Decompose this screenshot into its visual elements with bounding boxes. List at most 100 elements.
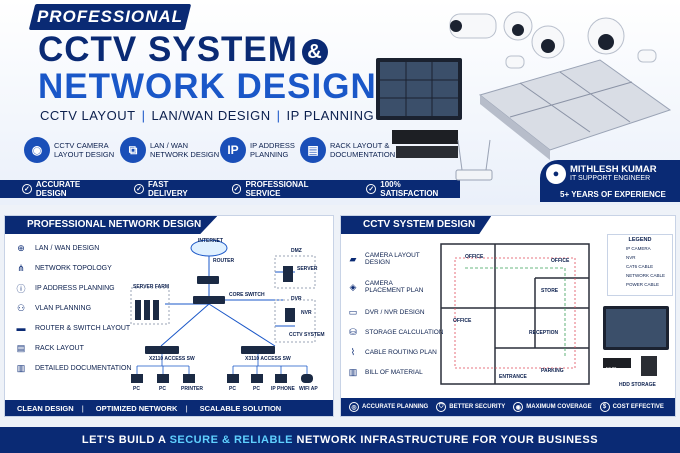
shield-icon: ⛉ [436,402,447,412]
call-to-action-bar: LET'S BUILD A SECURE & RELIABLE NETWORK … [0,427,680,453]
floorplan-3d [478,59,672,151]
badge: ✓100% SATISFACTION [366,180,460,198]
network-panel: PROFESSIONAL NETWORK DESIGN ⊕LAN / WAN D… [4,215,334,417]
room-parking: PARKING [541,368,564,374]
antenna [485,139,491,171]
profile-name: MITHLESH KUMAR [570,164,657,175]
ampersand-badge: & [301,38,328,65]
network-item-label: NETWORK TOPOLOGY [35,264,112,272]
label-dmz: DMZ [291,248,302,254]
cctv-item-label: DVR / NVR DESIGN [365,308,425,316]
pc-device [251,374,263,383]
cctv-panel-footer: ◎ACCURATE PLANNING ⛉BETTER SECURITY ◉MAX… [341,398,675,416]
antenna [457,139,463,171]
network-item: ⚇VLAN PLANNING [15,302,91,314]
server-farm-box [130,287,170,325]
dmz-box [274,255,316,289]
hero-illustration [376,11,672,181]
camera-icon: ▰ [349,253,357,264]
pc-device [131,374,143,383]
network-item: ⋔NETWORK TOPOLOGY [15,262,112,274]
label-switch-a: X2110 ACCESS SW [149,356,195,362]
footer-separator: | [81,403,84,413]
user-icon: ● [546,164,566,184]
camera-icon: ◉ [24,137,50,163]
legend-network-cable: NETWORK CABLE [626,273,666,278]
badge-label: ACCURATE DESIGN [35,180,81,198]
rack-icon: ▤ [16,342,26,353]
nvr-unit: NVR [603,358,631,373]
hdd-label: HDD STORAGE [619,382,656,388]
cctv-item-label: CAMERA PLACEMENT PLAN [365,280,424,294]
label-switch-b: X3110 ACCESS SW [245,356,291,362]
footer-optimized-network: OPTIMIZED NETWORK [95,403,178,413]
router-icon: ▬ [16,323,26,333]
subtitle-ip: IP PLANNING [286,108,375,123]
label-cctv-system: CCTV SYSTEM [289,332,325,338]
cctv-item: ⌇CABLE ROUTING PLAN [347,346,437,358]
cctv-item: ▰CAMERA LAYOUT DESIGN [347,252,433,266]
dvr-box [274,299,316,343]
access-switch-a [145,346,179,354]
network-item-label: DETAILED DOCUMENTATION [35,364,132,372]
title-line-1: CCTV SYSTEM& [38,30,328,70]
camera-lens [598,34,614,50]
room-office-1: OFFICE [465,254,484,260]
label-ip-phone: IP PHONE [271,386,295,392]
router-device [197,276,219,284]
profile-experience: 5+ YEARS OF EXPERIENCE [560,190,666,199]
cctv-item-label: BILL OF MATERIAL [365,368,423,376]
dvr-icon: ▭ [348,306,358,317]
legend-power-cable: POWER CABLE [626,282,660,287]
footer-label: ACCURATE PLANNING [362,404,429,410]
monitor-screen [606,309,666,347]
network-panel-footer: CLEAN DESIGN| OPTIMIZED NETWORK| SCALABL… [5,400,333,416]
nvr-label: NVR [606,367,617,373]
feature-label: LAN / WAN NETWORK DESIGN [150,141,220,159]
badge: ✓ACCURATE DESIGN [22,180,112,198]
subtitle-cctv: CCTV LAYOUT [40,108,136,123]
check-icon: ✓ [134,184,144,194]
legend-cat6: CAT6 CABLE [626,264,654,269]
network-item-label: IP ADDRESS PLANNING [35,284,115,292]
wall [519,82,591,133]
label-pc: PC [253,386,260,392]
label-pc: PC [159,386,166,392]
footer-item: $COST EFFECTIVE [599,402,664,412]
wifi-ap-device [301,374,313,383]
label-pc: PC [229,386,236,392]
bullet-camera [637,49,657,63]
hdd-storage [641,356,657,376]
printer-device [183,374,195,383]
network-item: ▤RACK LAYOUT [15,342,84,354]
footer-clean-design: CLEAN DESIGN [17,403,74,413]
network-item: ▥DETAILED DOCUMENTATION [15,362,132,374]
feature-rack: ▤RACK LAYOUT & DOCUMENTATION [300,136,395,164]
vlan-icon: ⚇ [16,302,26,313]
camera-lens [541,39,555,53]
dvr-unit [392,130,458,144]
subtitle-lan: LAN/WAN DESIGN [151,108,271,123]
label-core-switch: CORE SWITCH [229,292,265,298]
pc-device [227,374,239,383]
badge-label: 100% SATISFACTION [380,180,439,198]
network-diagram [130,239,316,383]
network-switch [396,146,458,158]
room-reception: RECEPTION [529,330,559,336]
check-icon: ✓ [366,184,377,194]
label-dvr: DVR [291,296,302,302]
core-switch-device [193,296,225,304]
label-server-farm: SERVER FARM [133,284,170,290]
camera-icon: ◉ [513,402,524,412]
label-printer: PRINTER [181,386,203,392]
label-wifi-ap: WIFI AP [299,386,318,392]
profile-card: ● MITHLESH KUMAR IT SUPPORT ENGINEER 5+ … [540,160,680,202]
pc-device [157,374,169,383]
ip-phone-device [275,374,287,383]
cctv-monitor [603,306,669,350]
title-line-2: NETWORK DESIGN [38,67,377,106]
cctv-item: ◈CAMERA PLACEMENT PLAN [347,280,433,294]
cctv-item: ▭ DVR / NVR DESIGN [347,306,425,318]
network-item-label: ROUTER & SWITCH LAYOUT [35,324,131,332]
